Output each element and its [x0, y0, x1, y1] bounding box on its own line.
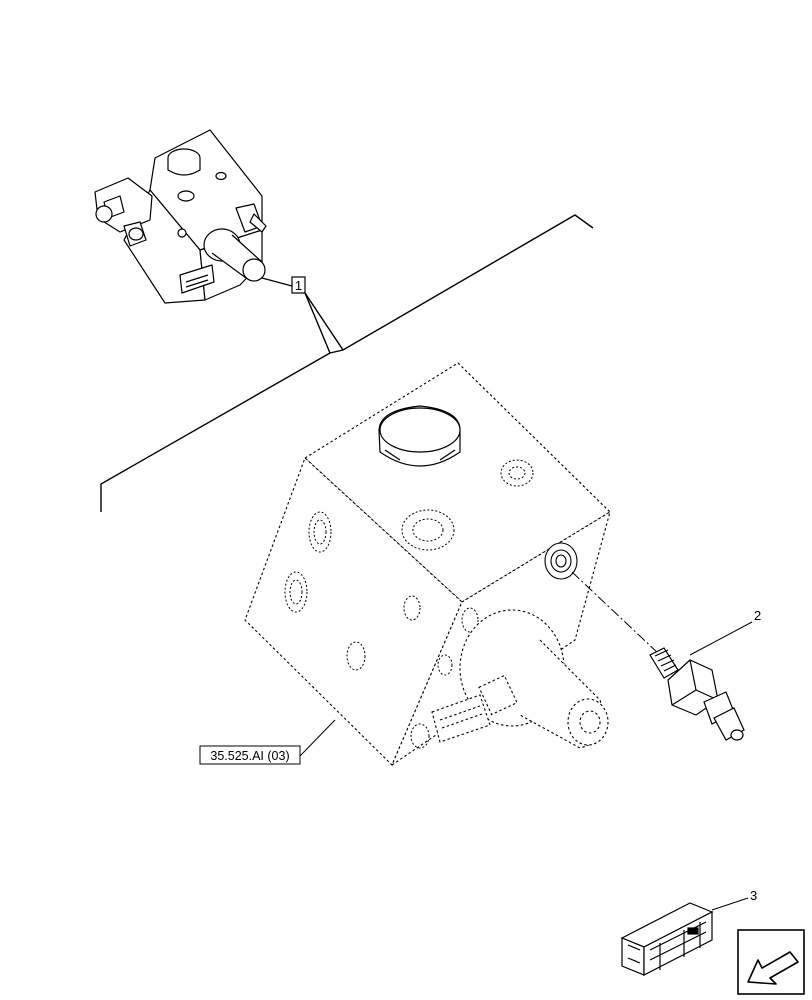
reference-link[interactable]: 35.525.AI (03)	[199, 719, 336, 765]
callout-3-label: 3	[750, 888, 757, 903]
hex-plug	[378, 405, 461, 467]
callout-1[interactable]: 1	[261, 276, 306, 294]
callout-2[interactable]: 2	[689, 608, 761, 656]
pressure-switch[interactable]	[649, 647, 745, 741]
explode-bracket	[100, 214, 594, 512]
reference-label: 35.525.AI (03)	[210, 749, 289, 763]
callout-2-label: 2	[754, 608, 761, 623]
callout-3[interactable]: 3	[711, 888, 757, 911]
parts-crate[interactable]	[620, 902, 714, 976]
callout-1-label: 1	[295, 278, 302, 293]
valve-assembly-thumbnail[interactable]	[94, 129, 267, 304]
arrow-back-icon[interactable]	[737, 929, 805, 995]
center-line	[571, 571, 661, 656]
block-ports	[284, 459, 534, 749]
solenoid-cylinder	[431, 609, 609, 749]
sensor-port	[544, 542, 578, 580]
